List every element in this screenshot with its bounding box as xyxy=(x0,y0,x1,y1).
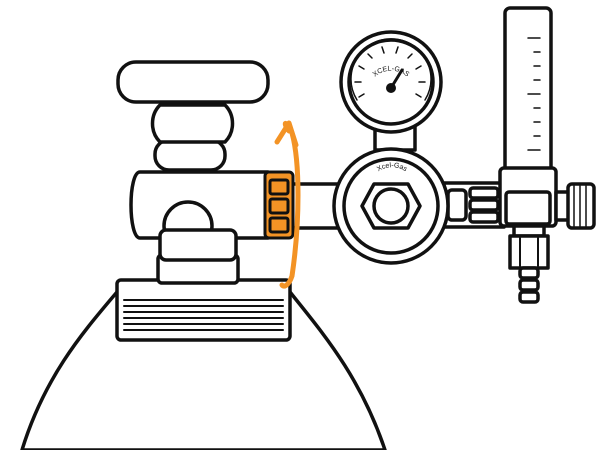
cylinder-valve xyxy=(116,60,270,285)
pressure-gauge: XCEL-GAS xyxy=(339,30,443,152)
gauge-ticks xyxy=(354,46,426,98)
flow-knob-ribs xyxy=(573,185,587,227)
flowmeter-scale xyxy=(527,37,541,151)
gauge-needle-hub xyxy=(386,83,396,93)
cylinder-thread-lines xyxy=(123,299,284,331)
regulator-body: Xcel-Gas xyxy=(332,147,450,265)
connection-nut xyxy=(263,170,295,240)
hose-barb xyxy=(518,266,540,304)
regulator-brand-label: Xcel-Gas xyxy=(376,162,409,173)
rotate-arrow-icon xyxy=(274,120,301,289)
gas-cylinder xyxy=(20,278,387,450)
flowmeter xyxy=(498,6,596,304)
